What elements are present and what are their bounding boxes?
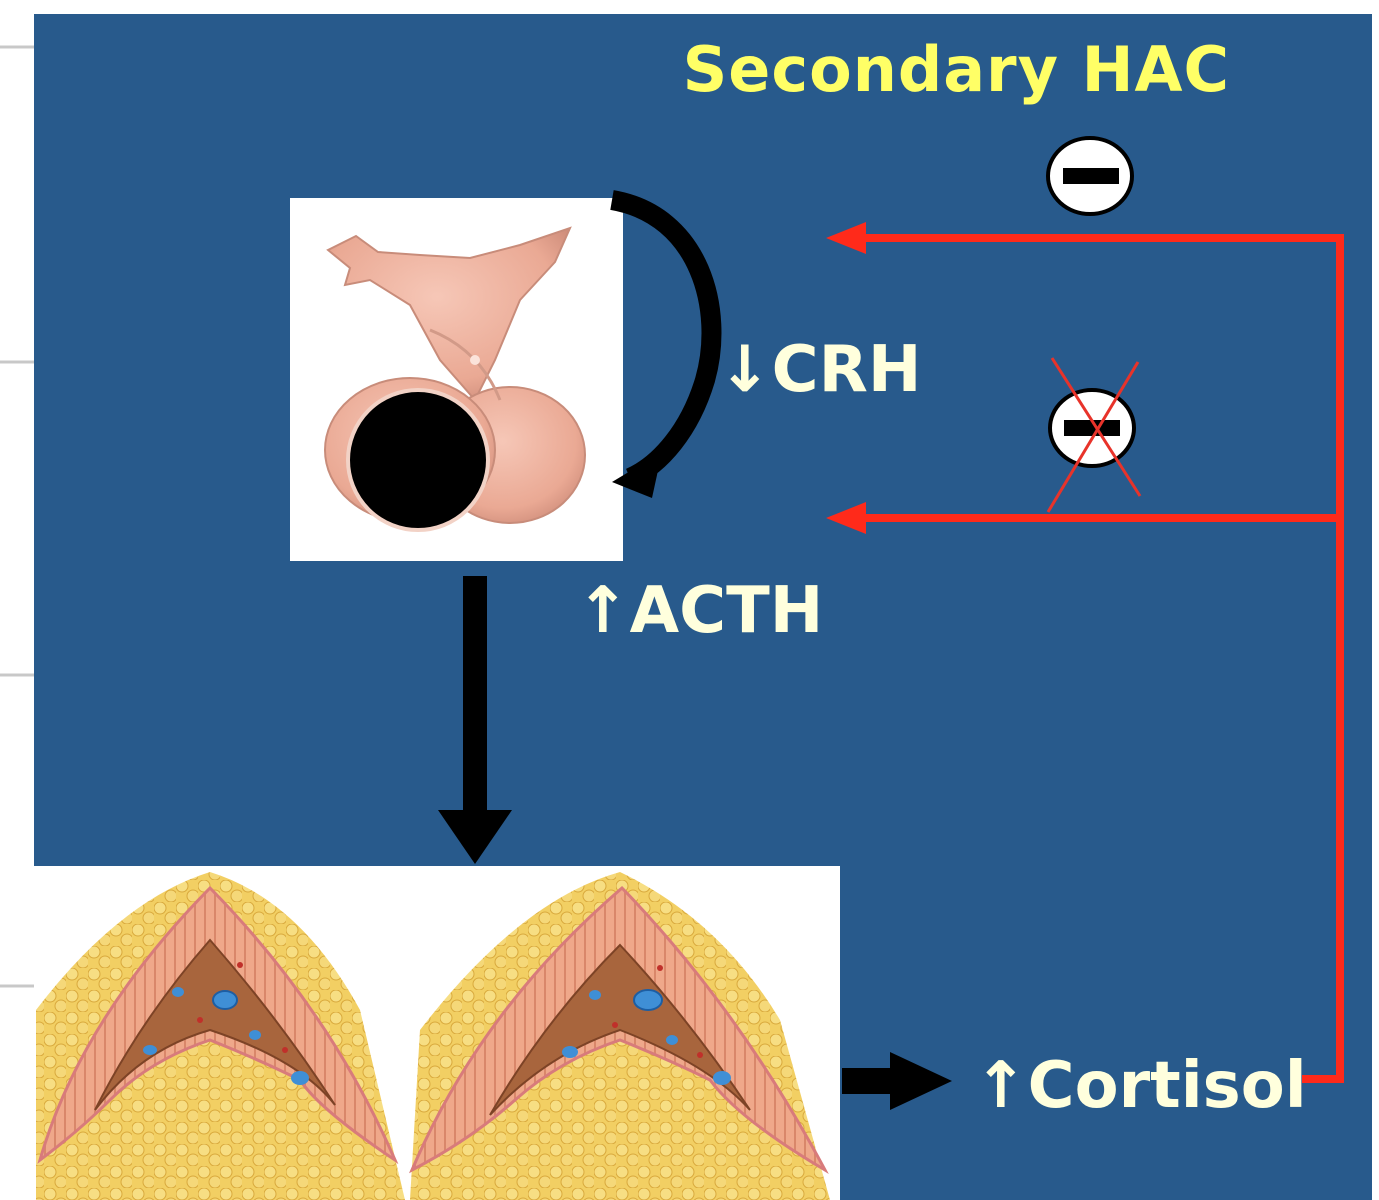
feedback-arrowhead-top <box>826 222 866 254</box>
diagram-title: Secondary HAC <box>683 33 1230 106</box>
pituitary-panel <box>290 198 623 561</box>
adrenal-gland-illustration-right <box>408 872 830 1200</box>
adrenal-gland-illustration-left <box>36 872 405 1200</box>
acth-label: ↑ACTH <box>576 574 823 648</box>
crh-label: ↓CRH <box>718 333 921 407</box>
pituitary-tumor <box>346 388 490 532</box>
blocked-minus-sign-icon <box>1046 357 1142 513</box>
feedback-arrowhead-bottom <box>826 502 866 534</box>
acth-down-arrow <box>438 576 512 864</box>
margin-rules <box>0 45 34 988</box>
cortisol-label: ↑Cortisol <box>974 1049 1307 1123</box>
cortisol-arrow <box>842 1052 952 1110</box>
crh-curved-arrow <box>609 190 722 498</box>
cross-out-icon <box>1046 357 1142 513</box>
minus-sign-icon <box>1046 136 1134 216</box>
negative-feedback-lines <box>850 234 1344 1083</box>
adrenal-panel <box>34 866 840 1200</box>
